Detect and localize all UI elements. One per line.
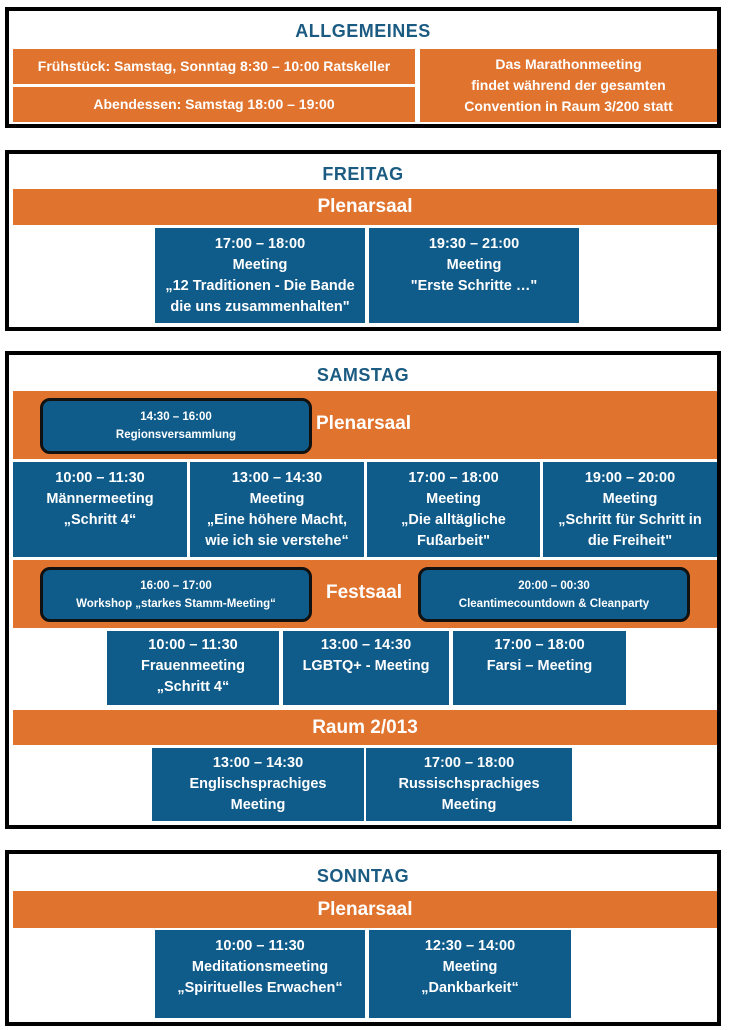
event-card: 17:00 – 18:00 Russischsprachiges Meeting (366, 748, 572, 821)
event-title: „Die alltägliche (401, 511, 506, 528)
section-title-allgemeines: ALLGEMEINES (295, 21, 431, 41)
dinner-info: Abendessen: Samstag 18:00 – 19:00 (13, 87, 415, 122)
event-card: 13:00 – 14:30 Englischsprachiges Meeting (152, 748, 364, 821)
event-pill: 16:00 – 17:00 Workshop „starkes Stamm-Me… (40, 567, 312, 622)
event-type: Russischsprachiges (398, 776, 540, 792)
event-title: „Schritt 4“ (63, 512, 137, 528)
section-title-samstag: SAMSTAG (316, 365, 410, 385)
event-title: "Erste Schritte …" (410, 278, 538, 294)
event-title: „Schritt für Schritt in (558, 511, 702, 528)
event-time: 10:00 – 11:30 (215, 938, 305, 954)
breakfast-info: Frühstück: Samstag, Sonntag 8:30 – 10:00… (13, 49, 415, 84)
room-header-plenarsaal: Plenarsaal (13, 189, 717, 225)
room-header-plenarsaal: Plenarsaal (13, 891, 717, 928)
section-samstag: SAMSTAG Plenarsaal 14:30 – 16:00 Regions… (5, 351, 721, 829)
room-name: Festsaal (326, 582, 403, 603)
event-time: 14:30 – 16:00 (140, 411, 212, 423)
event-card: 12:30 – 14:00 Meeting „Dankbarkeit“ (369, 930, 571, 1018)
event-title: wie ich sie verstehe“ (205, 532, 349, 549)
event-type: LGBTQ+ - Meeting (302, 658, 430, 674)
event-pill: 14:30 – 16:00 Regionsversammlung (40, 398, 312, 454)
event-title: Meeting (441, 797, 497, 813)
room-header-raum: Raum 2/013 (13, 710, 717, 745)
event-title: „Dankbarkeit“ (421, 980, 519, 996)
event-title: „Eine höhere Macht, (206, 511, 348, 528)
event-title: Workshop „starkes Stamm-Meeting“ (76, 597, 276, 610)
event-time: 12:30 – 14:00 (424, 938, 516, 954)
section-title-freitag: FREITAG (322, 164, 404, 184)
event-card: 13:00 – 14:30 LGBTQ+ - Meeting (283, 631, 449, 705)
event-type: Meeting (442, 959, 498, 975)
marathon-line: Convention in Raum 3/200 statt (464, 98, 673, 114)
event-title: Meeting (230, 797, 286, 813)
event-type: Männermeeting (46, 491, 154, 507)
event-card: 19:30 – 21:00 Meeting "Erste Schritte …" (369, 228, 579, 323)
event-type: Frauenmeeting (141, 658, 245, 674)
event-type: Englischsprachiges (189, 776, 327, 792)
event-type: Meditationsmeeting (191, 959, 329, 975)
event-type: Farsi – Meeting (486, 658, 593, 674)
event-time: 16:00 – 17:00 (140, 579, 212, 592)
event-title: „Schritt 4“ (156, 679, 230, 695)
event-type: Meeting (232, 256, 288, 273)
event-time: 13:00 – 14:30 (212, 755, 304, 771)
event-title: Cleantimecountdown & Cleanparty (458, 597, 650, 610)
event-card: 10:00 – 11:30 Meditationsmeeting „Spirit… (155, 930, 365, 1018)
event-type: Meeting (426, 490, 481, 507)
event-type: Meeting (602, 490, 658, 507)
event-title: Fußarbeit" (417, 532, 490, 549)
event-card: 17:00 – 18:00 Meeting „12 Traditionen - … (155, 228, 365, 323)
event-type: Meeting (249, 490, 305, 507)
event-title: „Spirituelles Erwachen“ (177, 980, 343, 996)
section-title-sonntag: SONNTAG (316, 866, 410, 886)
event-card: 10:00 – 11:30 Frauenmeeting „Schritt 4“ (107, 631, 279, 705)
event-pill: 20:00 – 00:30 Cleantimecountdown & Clean… (418, 567, 690, 622)
section-sonntag: SONNTAG Plenarsaal 10:00 – 11:30 Meditat… (5, 850, 721, 1026)
event-card: 19:00 – 20:00 Meeting „Schritt für Schri… (543, 462, 717, 557)
event-time: 13:00 – 14:30 (320, 637, 412, 653)
event-time: 19:00 – 20:00 (584, 469, 676, 486)
event-card: 13:00 – 14:30 Meeting „Eine höhere Macht… (190, 462, 364, 557)
event-time: 17:00 – 18:00 (494, 637, 585, 653)
event-title: die uns zusammenhalten" (170, 298, 350, 315)
marathon-line: Das Marathonmeeting (495, 56, 642, 72)
event-type: Meeting (446, 257, 502, 273)
event-time: 10:00 – 11:30 (55, 470, 145, 486)
event-time: 20:00 – 00:30 (518, 579, 590, 592)
event-time: 17:00 – 18:00 (214, 235, 306, 252)
event-time: 13:00 – 14:30 (231, 469, 323, 486)
event-title: Regionsversammlung (115, 429, 237, 441)
event-time: 17:00 – 18:00 (423, 755, 515, 771)
section-freitag: FREITAG Plenarsaal 17:00 – 18:00 Meeting… (5, 150, 721, 331)
section-allgemeines: ALLGEMEINES Frühstück: Samstag, Sonntag … (5, 7, 721, 128)
event-time: 17:00 – 18:00 (408, 469, 499, 486)
event-title: „12 Traditionen - Die Bande (165, 277, 355, 294)
room-name: Plenarsaal (316, 413, 412, 434)
event-card: 17:00 – 18:00 Meeting „Die alltägliche F… (367, 462, 540, 557)
event-time: 19:30 – 21:00 (428, 236, 520, 252)
event-card: 17:00 – 18:00 Farsi – Meeting (453, 631, 626, 705)
event-time: 10:00 – 11:30 (148, 637, 238, 653)
marathon-line: findet während der gesamten (471, 77, 666, 93)
marathon-info: Das Marathonmeeting findet während der g… (420, 49, 717, 122)
event-card: 10:00 – 11:30 Männermeeting „Schritt 4“ (13, 462, 187, 557)
event-title: die Freiheit" (587, 532, 673, 549)
